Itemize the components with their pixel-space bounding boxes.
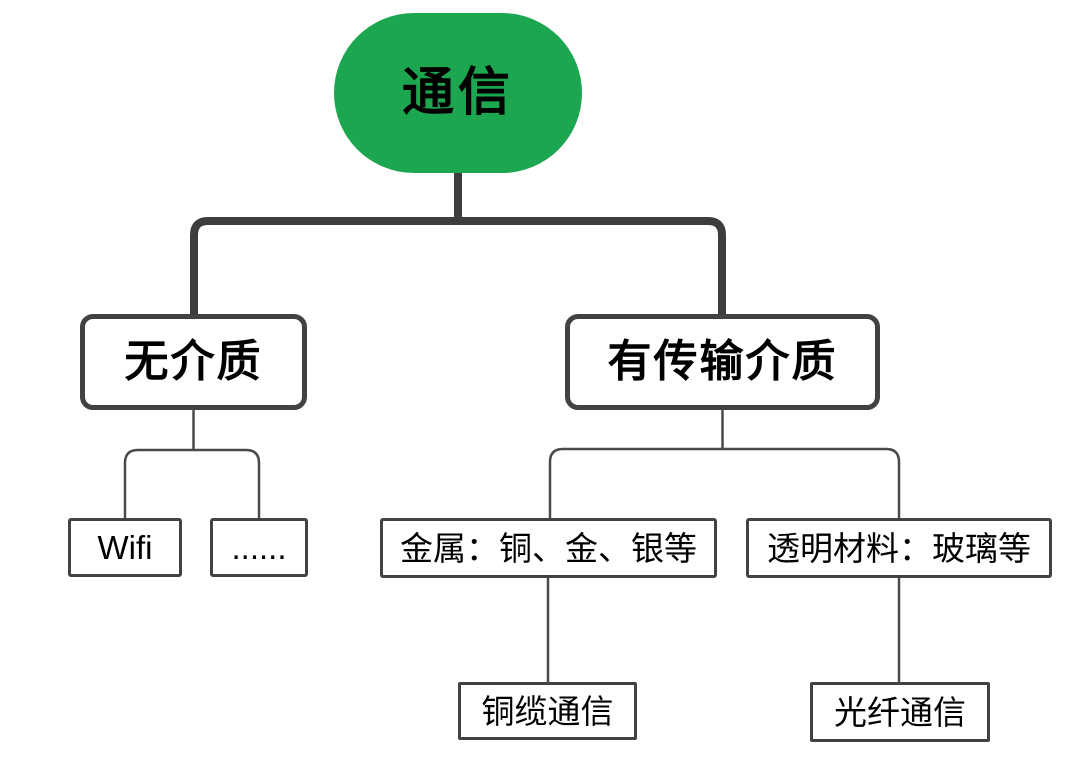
node-ellipsis-label: ...... bbox=[231, 529, 287, 566]
node-copper-cable-communication: 铜缆通信 bbox=[458, 682, 637, 740]
node-no-medium: 无介质 bbox=[80, 314, 307, 410]
connector-has-medium-children bbox=[548, 447, 901, 518]
node-communication: 通信 bbox=[334, 13, 582, 173]
node-wifi: Wifi bbox=[68, 518, 182, 577]
node-has-transmission-medium: 有传输介质 bbox=[565, 314, 880, 410]
node-wifi-label: Wifi bbox=[97, 529, 153, 566]
node-ellipsis: ...... bbox=[210, 518, 308, 577]
node-metal-materials: 金属：铜、金、银等 bbox=[380, 518, 717, 578]
node-metal-materials-label: 金属：铜、金、银等 bbox=[400, 529, 697, 567]
node-optical-fiber-communication-label: 光纤通信 bbox=[834, 693, 966, 731]
node-copper-cable-communication-label: 铜缆通信 bbox=[481, 692, 614, 730]
node-has-transmission-medium-label: 有传输介质 bbox=[607, 337, 838, 386]
connector-root-to-level1 bbox=[190, 217, 726, 314]
node-optical-fiber-communication: 光纤通信 bbox=[810, 682, 990, 742]
node-no-medium-label: 无介质 bbox=[124, 337, 263, 386]
node-transparent-materials: 透明材料：玻璃等 bbox=[746, 518, 1052, 578]
node-communication-label: 通信 bbox=[401, 64, 514, 122]
node-transparent-materials-label: 透明材料：玻璃等 bbox=[767, 529, 1031, 567]
connector-no-medium-children bbox=[123, 448, 261, 518]
